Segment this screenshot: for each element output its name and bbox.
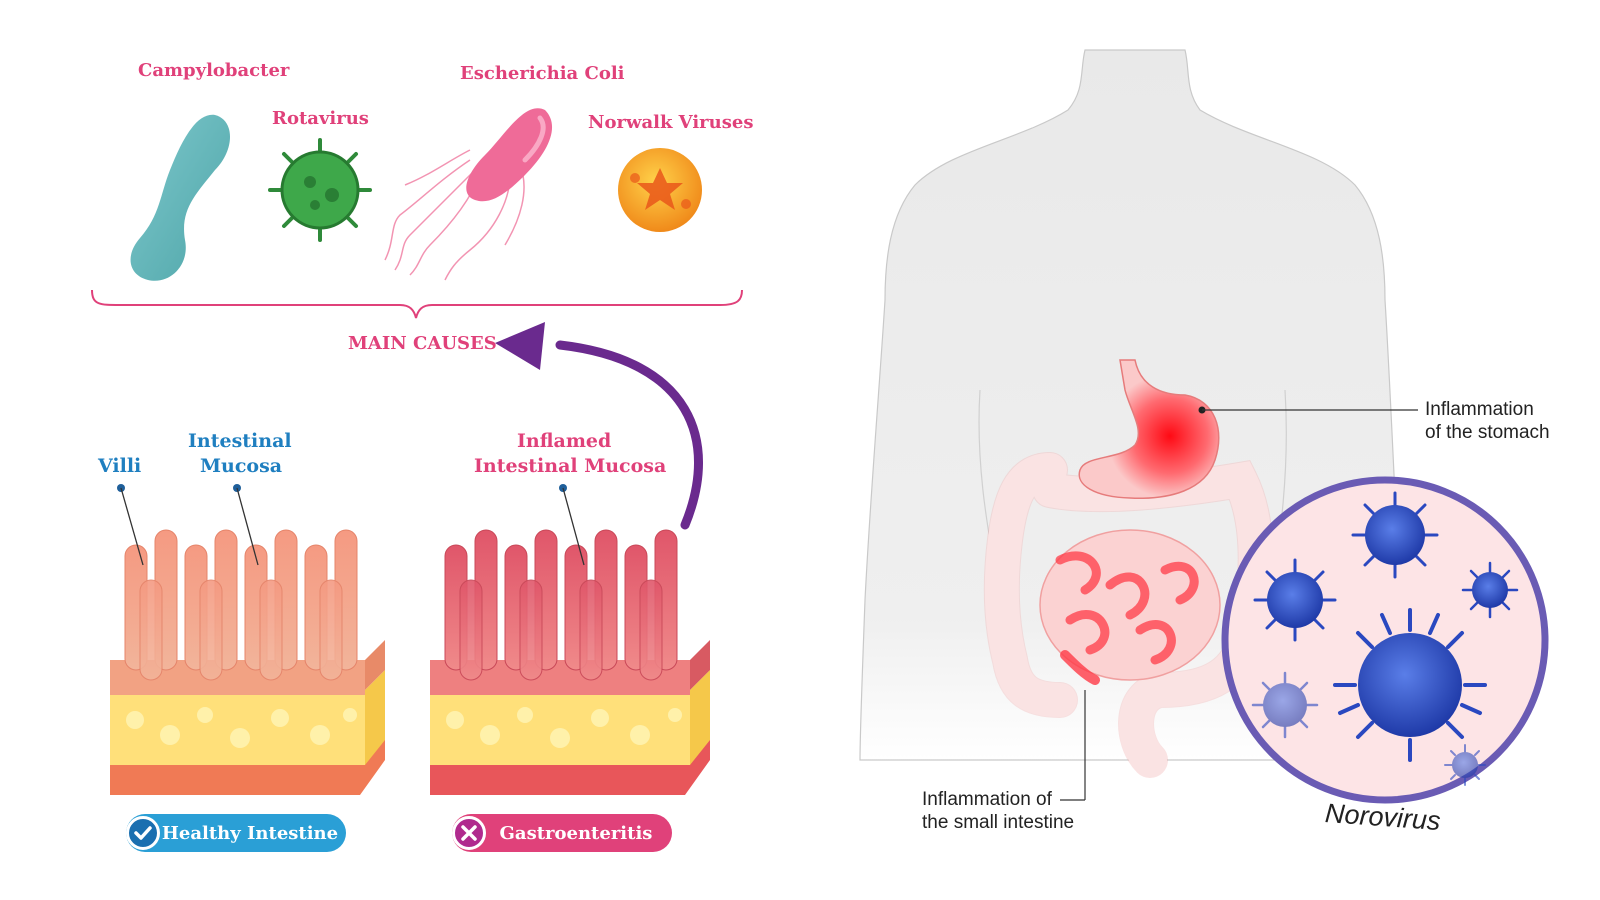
- virus-right: [1461, 561, 1519, 619]
- cause-arrow: [495, 322, 703, 530]
- label-inflamed-line2: Intestinal Mucosa: [474, 455, 667, 477]
- label-campylobacter: Campylobacter: [138, 60, 290, 81]
- escherichia-coli-bacterium: [384, 108, 553, 281]
- label-inflamed-line1: Inflamed: [517, 430, 612, 452]
- small-intestine: [1039, 529, 1221, 685]
- virus-large: [1333, 608, 1487, 762]
- small-intestine-leader: [1060, 690, 1086, 801]
- inflamed-intestine-block: [430, 529, 710, 795]
- label-intestinal-mucosa-line2: Mucosa: [200, 455, 283, 477]
- mucosa-pointer: [233, 484, 259, 566]
- rotavirus: [268, 138, 372, 242]
- label-small-intestine-line2: the small intestine: [922, 812, 1075, 833]
- gastroenteritis-label: Gastroenteritis: [499, 822, 653, 844]
- label-main-causes: MAIN CAUSES: [348, 333, 497, 354]
- norovirus-magnifier: [1221, 476, 1549, 804]
- virus-top: [1351, 491, 1439, 579]
- label-norwalk-viruses: Norwalk Viruses: [588, 112, 754, 133]
- villi-pointer: [117, 484, 144, 566]
- label-norovirus: Norovirus: [1324, 798, 1442, 836]
- virus-bottom-right: [1444, 744, 1486, 786]
- virus-left: [1253, 558, 1337, 642]
- label-escherichia-coli: Escherichia Coli: [460, 63, 625, 84]
- main-causes-brace: [91, 289, 743, 319]
- label-villi: Villi: [98, 455, 142, 477]
- label-stomach-inflammation-line2: of the stomach: [1425, 422, 1550, 443]
- label-stomach-inflammation-line1: Inflammation: [1425, 399, 1534, 420]
- stomach-leader: [1198, 406, 1418, 414]
- label-intestinal-mucosa-line1: Intestinal: [188, 430, 292, 452]
- inflamed-pointer: [559, 484, 585, 566]
- gastroenteritis-badge: Gastroenteritis: [452, 814, 672, 852]
- cross-icon: [452, 816, 486, 850]
- label-small-intestine-line1: Inflammation of: [922, 789, 1052, 810]
- label-rotavirus: Rotavirus: [272, 108, 369, 129]
- healthy-intestine-badge: Healthy Intestine: [126, 814, 346, 852]
- check-icon: [126, 816, 160, 850]
- virus-bottom-left: [1251, 671, 1319, 739]
- stomach: [1078, 359, 1220, 499]
- healthy-intestine-label: Healthy Intestine: [161, 822, 339, 844]
- healthy-intestine-block: [110, 529, 385, 795]
- norwalk-virus: [618, 148, 702, 232]
- campylobacter-bacterium: [130, 114, 230, 281]
